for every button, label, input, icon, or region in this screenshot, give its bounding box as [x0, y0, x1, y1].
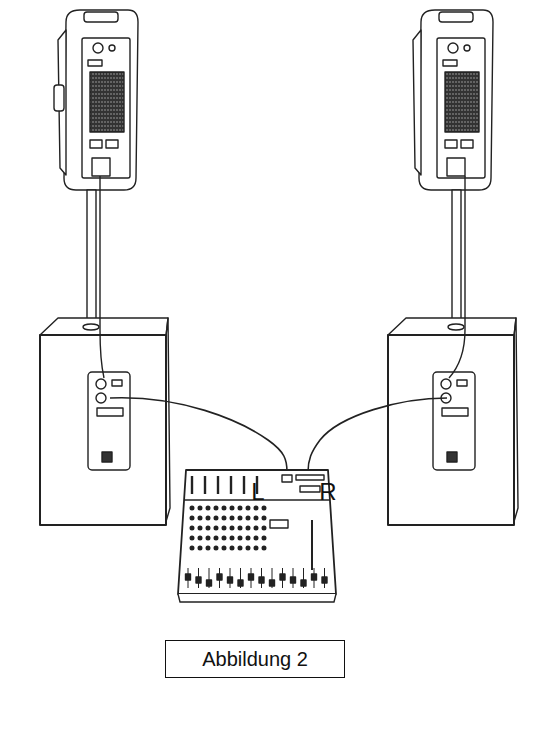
- cable-right: [308, 398, 447, 472]
- mixer-control: [222, 526, 226, 530]
- mixer-control: [214, 526, 218, 530]
- mixer-control: [291, 577, 296, 583]
- mixer-control: [207, 580, 212, 586]
- mixer-control: [206, 526, 210, 530]
- link-cable: [100, 176, 104, 378]
- channel-label: R: [319, 480, 336, 504]
- mixer-control: [254, 526, 258, 530]
- figure-caption: Abbildung 2: [165, 640, 345, 678]
- mixer-control: [262, 506, 266, 510]
- mixer-control: [246, 516, 250, 520]
- mixer-control: [214, 546, 218, 550]
- mixer-control: [217, 476, 219, 494]
- mixer-control: [217, 574, 222, 580]
- speaker-pole: [452, 190, 461, 326]
- mixer-control: [198, 536, 202, 540]
- mixer-control: [198, 516, 202, 520]
- mixer-control: [230, 516, 234, 520]
- mixer-control: [190, 506, 194, 510]
- subwoofer: [388, 318, 518, 525]
- top-speaker: [54, 10, 138, 190]
- mixer-control: [230, 476, 232, 494]
- cable-left: [110, 398, 287, 472]
- mixer-control: [198, 546, 202, 550]
- mixer-control: [222, 516, 226, 520]
- mixer-control: [238, 580, 243, 586]
- mixer-control: [262, 516, 266, 520]
- mixer-control: [214, 506, 218, 510]
- mixer-control: [228, 577, 233, 583]
- mixer-control: [301, 580, 306, 586]
- mixer-control: [206, 546, 210, 550]
- mixer-control: [230, 526, 234, 530]
- mixer-control: [214, 536, 218, 540]
- mixer-control: [198, 506, 202, 510]
- mixer-control: [254, 536, 258, 540]
- mixer-control: [280, 574, 285, 580]
- mixer-control: [246, 546, 250, 550]
- mixer-control: [190, 536, 194, 540]
- mixer-control: [196, 577, 201, 583]
- mixer-control: [254, 546, 258, 550]
- mixer-control: [254, 516, 258, 520]
- mixer-control: [238, 516, 242, 520]
- mixer-control: [238, 526, 242, 530]
- channel-label: L: [251, 480, 264, 504]
- mixer-control: [190, 516, 194, 520]
- mixer-control: [186, 574, 191, 580]
- mixer-control: [246, 536, 250, 540]
- mixer-control: [243, 476, 245, 494]
- mixer-control: [191, 476, 193, 494]
- link-cable: [449, 176, 465, 378]
- mixer-control: [249, 574, 254, 580]
- mixer-control: [254, 506, 258, 510]
- mixer-control: [230, 506, 234, 510]
- mixer-control: [206, 506, 210, 510]
- mixer-control: [262, 536, 266, 540]
- mixer-control: [246, 526, 250, 530]
- mixer-control: [206, 516, 210, 520]
- mixer-control: [190, 526, 194, 530]
- mixer-control: [214, 516, 218, 520]
- mixer-control: [238, 506, 242, 510]
- mixer-control: [246, 506, 250, 510]
- mixer-control: [238, 546, 242, 550]
- mixer-control: [262, 546, 266, 550]
- mixer-control: [190, 546, 194, 550]
- mixer-control: [206, 536, 210, 540]
- mixer-control: [312, 574, 317, 580]
- mixer-control: [238, 536, 242, 540]
- mixer-control: [230, 536, 234, 540]
- speaker-pole: [87, 190, 96, 326]
- mixer-control: [270, 580, 275, 586]
- mixing-console: [178, 470, 336, 602]
- mixer-control: [262, 526, 266, 530]
- mixer-control: [230, 546, 234, 550]
- top-speaker: [413, 10, 493, 190]
- mixer-control: [198, 526, 202, 530]
- mixer-control: [204, 476, 206, 494]
- subwoofer: [40, 318, 170, 525]
- mixer-control: [322, 577, 327, 583]
- mixer-control: [222, 536, 226, 540]
- mixer-control: [222, 546, 226, 550]
- mixer-control: [259, 577, 264, 583]
- mixer-control: [222, 506, 226, 510]
